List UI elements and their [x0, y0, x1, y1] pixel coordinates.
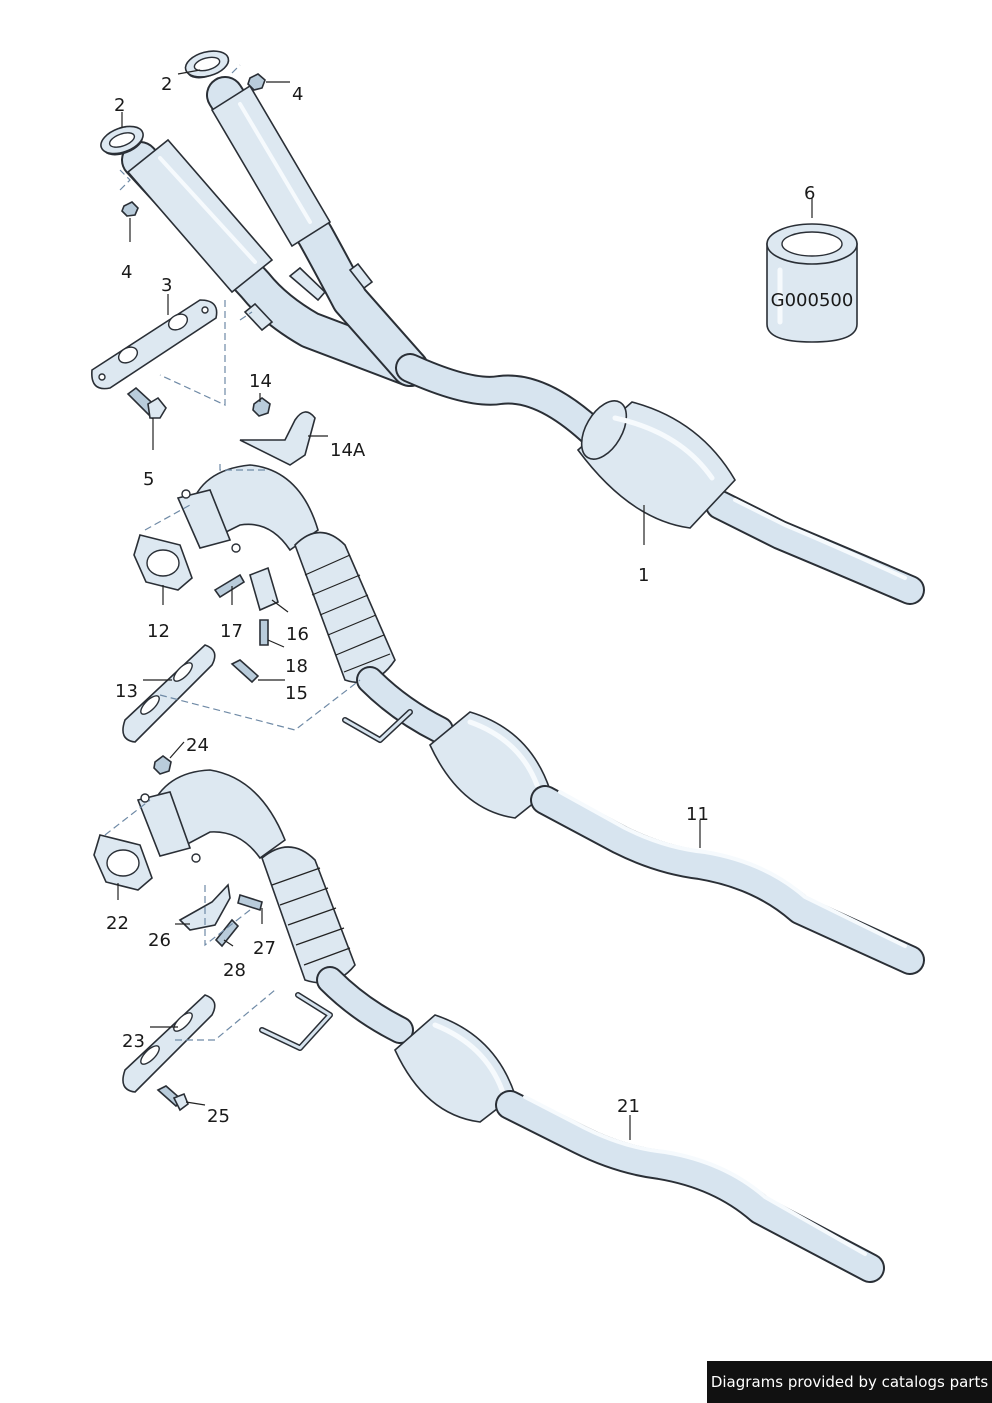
- label-26: 26: [148, 930, 171, 951]
- label-13: 13: [115, 681, 138, 702]
- part-labels: 1 2 2 3 4 4 5 6 11 12 13 14 14A 15 16 17…: [106, 74, 815, 1127]
- label-28: 28: [223, 960, 246, 981]
- bolt-part-17: [213, 573, 246, 599]
- part-6-code: G000500: [771, 290, 854, 311]
- bolt-part-27: [237, 893, 263, 912]
- flange-plate-part-3: [91, 299, 218, 390]
- footer-text: Diagrams provided by catalogs parts: [710, 1373, 989, 1391]
- label-11: 11: [686, 804, 709, 825]
- label-2-upper: 2: [161, 74, 172, 95]
- bolt-part-15: [230, 659, 260, 684]
- label-22: 22: [106, 913, 129, 934]
- exhaust-pipe-assembly-21: [136, 769, 885, 1283]
- label-12: 12: [147, 621, 170, 642]
- label-23: 23: [122, 1031, 145, 1052]
- label-4-lower: 4: [121, 262, 132, 283]
- label-1: 1: [638, 565, 649, 586]
- label-5: 5: [143, 469, 154, 490]
- label-16: 16: [286, 624, 309, 645]
- exhaust-pipe-assembly-1: [103, 53, 925, 605]
- label-21: 21: [617, 1096, 640, 1117]
- label-18: 18: [285, 656, 308, 677]
- bolt-part-5: [126, 386, 167, 420]
- flange-part-13: [122, 644, 216, 743]
- gasket-part-2-left: [100, 125, 144, 155]
- label-24: 24: [186, 735, 209, 756]
- bolt-part-18: [259, 619, 269, 646]
- leader-lines: [117, 69, 813, 1140]
- gasket-part-12: [133, 534, 193, 591]
- assembly-guide-lines: [104, 64, 361, 1041]
- clamp-sleeve-part-6: G000500: [766, 223, 858, 343]
- label-14: 14: [249, 371, 272, 392]
- label-14a: 14A: [330, 440, 366, 461]
- nut-part-4-lower: [121, 201, 139, 217]
- label-15: 15: [285, 683, 308, 704]
- label-6: 6: [804, 183, 815, 204]
- label-25: 25: [207, 1106, 230, 1127]
- bolt-part-28: [214, 918, 240, 948]
- bracket-part-14a: [239, 411, 316, 466]
- label-2-lower: 2: [114, 95, 125, 116]
- clamp-part-16: [249, 566, 279, 612]
- attribution-footer: Diagrams provided by catalogs parts: [707, 1361, 992, 1403]
- label-4-upper: 4: [292, 84, 303, 105]
- exhaust-pipe-assembly-11: [176, 464, 925, 975]
- label-17: 17: [220, 621, 243, 642]
- label-27: 27: [253, 938, 276, 959]
- gasket-part-22: [93, 834, 153, 891]
- nut-part-14: [252, 397, 271, 417]
- flange-part-23: [122, 994, 216, 1093]
- bolt-part-25: [156, 1085, 189, 1112]
- label-3: 3: [161, 275, 172, 296]
- nut-part-24: [153, 755, 172, 775]
- nut-part-4-upper: [247, 73, 266, 91]
